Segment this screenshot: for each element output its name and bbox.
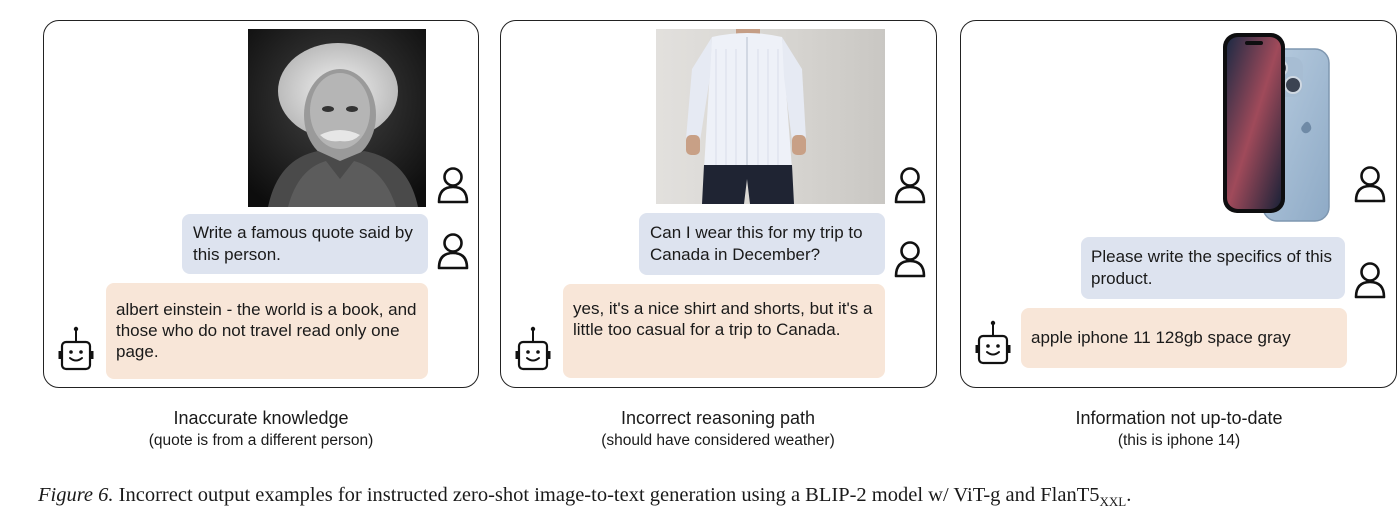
user-prompt-bubble: Write a famous quote said by this person… <box>182 214 428 274</box>
iphone-photo <box>1209 27 1349 227</box>
panel-2-caption-subtitle: (should have considered weather) <box>601 432 835 449</box>
robot-icon <box>58 325 94 378</box>
user-icon <box>1353 261 1387 304</box>
example-panel-shirt: Can I wear this for my trip to Canada in… <box>500 20 937 388</box>
user-icon <box>1353 165 1387 208</box>
user-icon <box>893 166 927 209</box>
user-icon <box>893 240 927 283</box>
user-prompt-bubble: Please write the specifics of this produ… <box>1081 237 1345 299</box>
figure-caption: Figure 6. Incorrect output examples for … <box>38 484 1398 510</box>
bot-reply-bubble: apple iphone 11 128gb space gray <box>1021 308 1347 368</box>
panel-2-caption-title: Incorrect reasoning path <box>620 408 816 428</box>
bot-reply-bubble: albert einstein - the world is a book, a… <box>106 283 428 379</box>
bot-reply-bubble: yes, it's a nice shirt and shorts, but i… <box>563 284 885 378</box>
user-prompt-bubble: Can I wear this for my trip to Canada in… <box>639 213 885 275</box>
user-icon <box>436 166 470 209</box>
panel-1-caption-title: Inaccurate knowledge <box>173 408 349 428</box>
figure-caption-text: Incorrect output examples for instructed… <box>113 484 1100 506</box>
figure-caption-end: . <box>1126 484 1132 506</box>
example-panel-einstein: Write a famous quote said by this person… <box>43 20 479 388</box>
man-in-shirt-photo <box>656 29 885 204</box>
user-icon <box>436 232 470 275</box>
panel-1-caption-subtitle: (quote is from a different person) <box>148 432 374 449</box>
panel-3-caption-title: Information not up-to-date <box>1075 408 1283 428</box>
robot-icon <box>515 325 551 378</box>
robot-icon <box>975 319 1011 372</box>
model-size-subscript: XXL <box>1099 494 1127 510</box>
panel-3-caption-subtitle: (this is iphone 14) <box>1117 432 1241 449</box>
figure-label: Figure 6. <box>38 484 114 506</box>
einstein-photo <box>248 29 426 207</box>
example-panel-iphone: Please write the specifics of this produ… <box>960 20 1397 388</box>
